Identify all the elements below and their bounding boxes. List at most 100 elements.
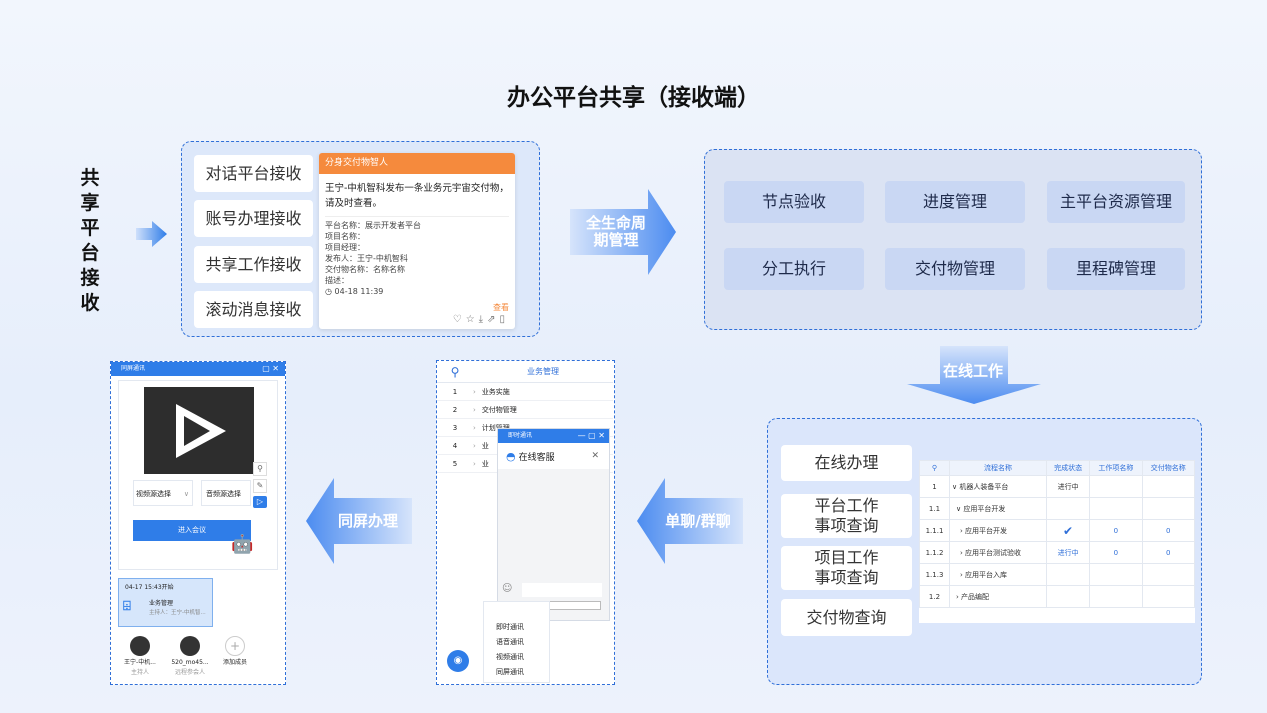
table-header: 工作项名称: [1089, 460, 1143, 476]
lifecycle-arrow-icon: [570, 189, 676, 275]
chat-input[interactable]: [522, 583, 602, 597]
play-icon[interactable]: [170, 402, 228, 460]
message-field: 交付物名称：名称名称: [325, 265, 405, 274]
list-item[interactable]: 2›交付物管理: [437, 401, 613, 419]
message-card-text: 王宁-中机智科发布一条业务元宇宙交付物，请及时查看。: [325, 183, 509, 209]
view-link[interactable]: 查看: [493, 303, 509, 312]
audio-source-select[interactable]: 音频源选择: [201, 480, 251, 506]
table-header: 流程名称: [949, 460, 1047, 476]
business-header-title: 业务管理: [527, 367, 559, 376]
share-icon[interactable]: ⇗: [487, 314, 500, 325]
list-item[interactable]: 1›业务实施: [437, 383, 613, 401]
close-icon[interactable]: ✕: [591, 451, 599, 461]
table-row[interactable]: 1.2 › 产品编配: [919, 585, 1196, 608]
chat-arrow-icon: [637, 478, 743, 564]
table-search-icon[interactable]: ⚲: [919, 460, 950, 476]
work-table: ⚲ 流程名称 完成状态 工作项名称 交付物名称 1 ∨ 机器人装备平台 进行中 …: [919, 460, 1196, 623]
meeting-logo-icon: ⌹: [123, 599, 131, 614]
screen-arrow-icon: [306, 478, 412, 564]
side-char: 台: [80, 242, 100, 264]
side-label: 共 享 平 台 接 收: [72, 166, 108, 316]
meeting-name: 业务管理: [149, 600, 174, 607]
meeting-time: 04-17 15:43开始: [125, 584, 174, 591]
member-item[interactable]: 520_mo45...远程参会人: [165, 636, 215, 678]
chevron-right-icon: ›: [960, 526, 966, 535]
table-header: 交付物名称: [1141, 460, 1196, 476]
emoji-icon[interactable]: ☺: [502, 583, 513, 594]
window-controls-icon[interactable]: ▢ ✕: [262, 364, 279, 373]
table-row[interactable]: 1.1 ∨ 应用平台开发: [919, 497, 1196, 520]
deliverable-management-button[interactable]: 交付物管理: [885, 248, 1025, 290]
online-work-label: 在线工作: [942, 362, 1003, 380]
business-header: ⚲ 业务管理: [437, 361, 613, 383]
table-header: 完成状态: [1045, 460, 1091, 476]
shared-work-receive-button[interactable]: 共享工作接收: [194, 246, 313, 283]
avatar: [130, 636, 150, 656]
progress-management-button[interactable]: 进度管理: [885, 181, 1025, 223]
node-acceptance-button[interactable]: 节点验收: [724, 181, 864, 223]
message-field: 发布人：王宁-中机智科: [325, 254, 408, 263]
table-row[interactable]: 1 ∨ 机器人装备平台 进行中: [919, 475, 1196, 498]
chat-contact[interactable]: ◓ 在线客服 ✕: [498, 443, 609, 469]
message-card-fields: 平台名称：展示开发者平台 项目名称： 项目经理： 发布人：王宁-中机智科 交付物…: [319, 217, 515, 297]
meeting-card[interactable]: 04-17 15:43开始 ⌹ 业务管理 主持人：王宁-中机智...: [118, 578, 213, 627]
message-card-header: 分身交付物智人: [319, 153, 515, 174]
video-preview[interactable]: [144, 387, 254, 474]
like-icon[interactable]: ♡: [452, 314, 466, 325]
chevron-down-icon: ∨: [956, 504, 964, 513]
screen-title: 同屏通讯: [121, 365, 146, 372]
search-icon[interactable]: ⚲: [450, 364, 460, 379]
menu-item[interactable]: 语音通讯: [496, 638, 524, 646]
input-arrow-icon: [136, 221, 167, 247]
chevron-right-icon: ›: [960, 548, 966, 557]
milestone-management-button[interactable]: 里程碑管理: [1047, 248, 1185, 290]
lifecycle-panel: 节点验收 进度管理 主平台资源管理 分工执行 交付物管理 里程碑管理: [704, 149, 1202, 330]
video-source-select[interactable]: 视频源选择∨: [133, 480, 193, 506]
robot-icon: 🤖: [231, 534, 254, 555]
account-receive-button[interactable]: 账号办理接收: [194, 200, 313, 237]
check-icon: ✔: [1045, 519, 1091, 542]
window-controls-icon[interactable]: — ▢ ✕: [577, 431, 605, 440]
dialog-receive-button[interactable]: 对话平台接收: [194, 155, 313, 192]
menu-item[interactable]: 视频通讯: [496, 653, 524, 661]
join-meeting-button[interactable]: 进入会议: [133, 520, 251, 541]
message-time: ◷ 04-18 11:39: [325, 287, 384, 296]
chevron-down-icon: ∨: [952, 482, 960, 491]
menu-item[interactable]: 同屏通讯: [496, 668, 524, 676]
chat-arrow-label: 单聊/群聊: [665, 512, 731, 530]
chat-window: 即时通讯 — ▢ ✕ ◓ 在线客服 ✕ ☺: [497, 428, 610, 621]
menu-item[interactable]: 即时通讯: [496, 623, 524, 631]
table-row[interactable]: 1.1.3 › 应用平台入库: [919, 563, 1196, 586]
online-handle-button[interactable]: 在线办理: [781, 445, 912, 481]
deliverable-query-button[interactable]: 交付物查询: [781, 599, 912, 636]
chat-bubble-icon[interactable]: ◉: [447, 650, 469, 672]
avatar: [180, 636, 200, 656]
online-work-panel: 在线办理 平台工作事项查询 项目工作事项查询 交付物查询 ⚲ 流程名称 完成状态…: [767, 418, 1202, 685]
add-member-button[interactable]: + 添加成员: [213, 636, 257, 668]
chevron-right-icon: ›: [956, 592, 962, 601]
message-card: 分身交付物智人 王宁-中机智科发布一条业务元宇宙交付物，请及时查看。 平台名称：…: [319, 153, 515, 329]
delete-icon[interactable]: ▯: [499, 314, 509, 325]
business-panel: ⚲ 业务管理 1›业务实施 2›交付物管理 3›计划管理 4›业 5›业 即时通…: [436, 360, 615, 685]
download-icon[interactable]: ⤓: [478, 314, 488, 325]
more-icon[interactable]: ▷: [253, 496, 267, 508]
side-char: 共: [80, 167, 100, 189]
star-icon[interactable]: ☆: [465, 314, 479, 325]
plus-icon: +: [225, 636, 245, 656]
chat-window-title: 即时通讯: [508, 432, 533, 439]
receive-panel: 对话平台接收 账号办理接收 共享工作接收 滚动消息接收 分身交付物智人 王宁-中…: [181, 141, 540, 337]
zoom-icon[interactable]: ⚲: [253, 462, 267, 476]
scroll-message-receive-button[interactable]: 滚动消息接收: [194, 291, 313, 328]
chevron-right-icon: ›: [960, 570, 966, 579]
pen-icon[interactable]: ✎: [253, 479, 267, 493]
main-platform-resource-button[interactable]: 主平台资源管理: [1047, 181, 1185, 223]
comm-menu: 即时通讯 语音通讯 视频通讯 同屏通讯: [483, 601, 550, 683]
side-char: 享: [80, 192, 100, 214]
screen-titlebar: 同屏通讯 ▢ ✕: [111, 362, 285, 376]
division-execution-button[interactable]: 分工执行: [724, 248, 864, 290]
member-item[interactable]: 王宁-中机...主持人: [117, 636, 163, 678]
platform-work-query-button[interactable]: 平台工作事项查询: [781, 494, 912, 538]
project-work-query-button[interactable]: 项目工作事项查询: [781, 546, 912, 590]
